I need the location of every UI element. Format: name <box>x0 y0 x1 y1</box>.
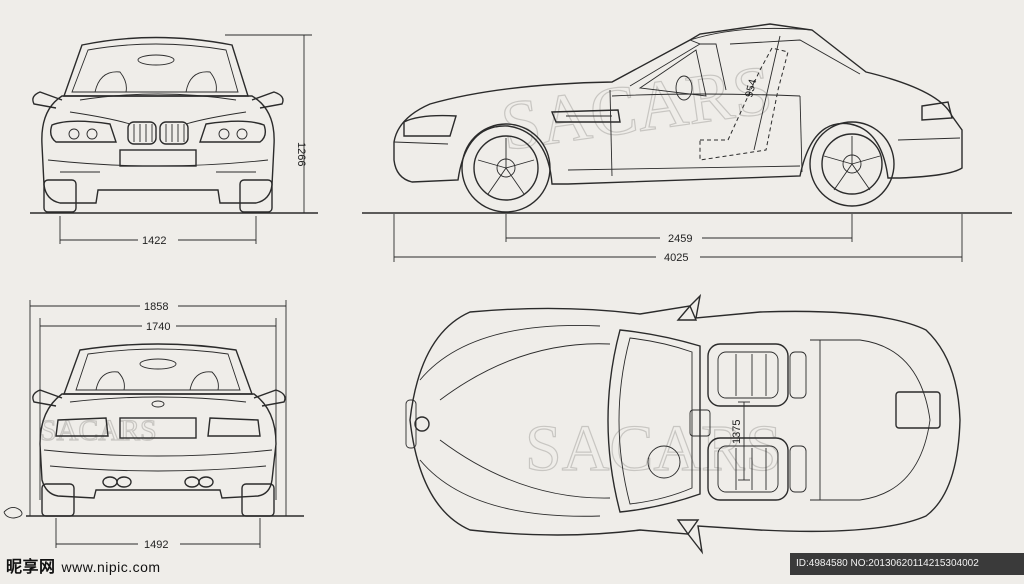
watermark-top: SACARS <box>525 412 782 485</box>
front-view: 1266 1422 <box>30 34 318 247</box>
rear-view: 1858 1740 <box>3 300 304 551</box>
dim-overall-length: 4025 <box>664 252 688 264</box>
dim-body-width: 1740 <box>146 321 170 333</box>
site-name: 昵享网 <box>6 559 56 576</box>
side-view: 954 2459 4025 <box>362 23 1012 264</box>
dim-front-track: 1422 <box>142 235 166 247</box>
dim-overall-width: 1858 <box>144 301 168 313</box>
dim-wheelbase: 2459 <box>668 233 692 245</box>
dim-rear-track: 1492 <box>144 539 168 551</box>
site-url: www.nipic.com <box>61 559 161 575</box>
dim-interior-width: 1375 <box>731 420 743 444</box>
dim-seat-height: 954 <box>743 78 759 99</box>
image-id-bar: ID:4984580 NO:20130620114215304002 <box>790 553 1024 575</box>
watermark-rear: SACARS <box>40 414 157 447</box>
site-watermark-logo: 昵享网 www.nipic.com <box>6 553 161 577</box>
dim-front-height: 1266 <box>295 142 307 166</box>
top-view: 1375 <box>405 293 961 555</box>
